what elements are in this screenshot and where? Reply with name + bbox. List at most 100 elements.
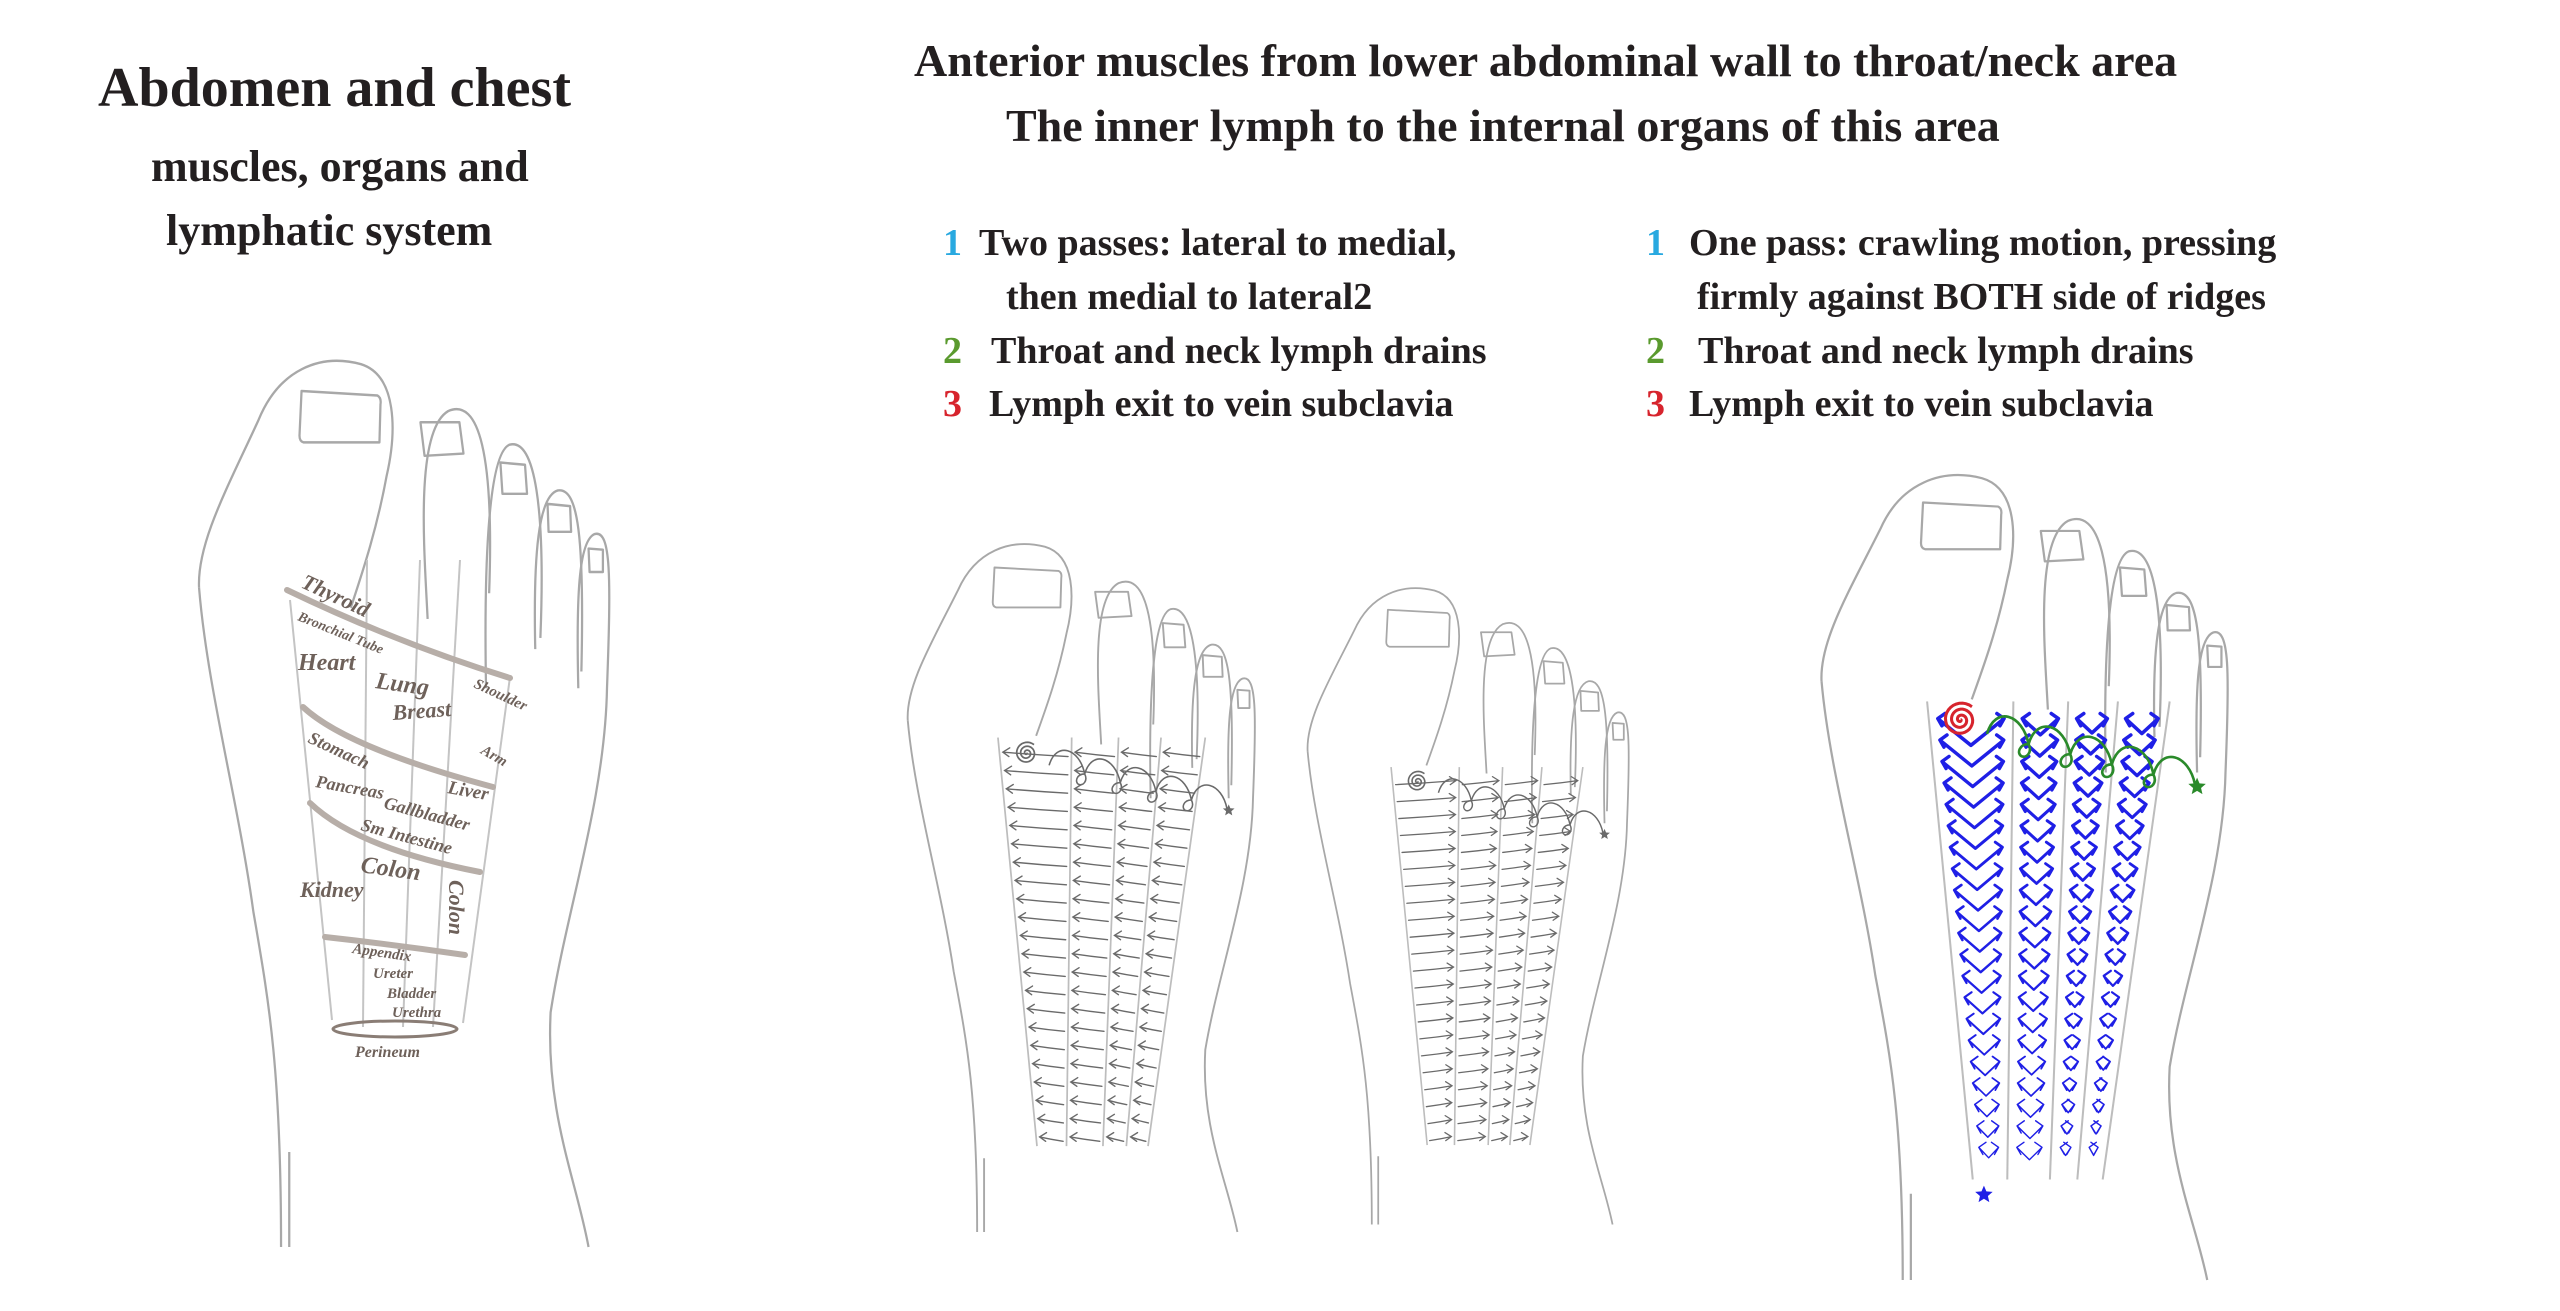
crawl-arrow [2067,905,2093,924]
step-number: 2 [943,330,962,372]
crawl-arrow [2067,926,2091,945]
stroke-arrow [1457,1114,1488,1125]
stroke-arrow [1401,843,1457,854]
stroke-arrow [1071,893,1110,904]
big-toe-outline [906,543,1073,737]
step-number: 1 [943,222,962,264]
third-toenail [2118,566,2148,598]
stroke-arrow [1146,930,1175,941]
stroke-arrow [1424,1081,1454,1091]
stroke-arrow [1526,979,1551,989]
stroke-arrow [1118,783,1154,794]
crawl-arrow [2065,969,2087,988]
stroke-arrow [1495,1013,1519,1023]
stroke-arrow [1160,765,1198,776]
crawl-arrow [2064,991,2085,1009]
stroke-arrow [1517,1081,1537,1091]
stroke-arrow [1158,783,1196,794]
crawl-arrow [2070,840,2098,861]
third-toe-outline [484,443,543,689]
stroke-arrow [1543,775,1579,786]
crawl-arrow [2019,776,2058,801]
foot-diagram-lateral-to-medial [906,543,1256,1233]
perineum-ring [331,1019,459,1039]
stroke-arrow [1118,802,1153,813]
stroke-arrow [1073,802,1114,813]
big-toenail [1919,501,2003,551]
step-number: 3 [1646,383,1665,425]
crawl-arrow [2097,1034,2115,1050]
crawl-arrow [2059,1141,2072,1157]
stroke-arrow [1022,967,1066,978]
instruction-left-1b: then medial to lateral2 [1006,278,1372,316]
zone-line [1147,737,1207,1147]
stroke-arrow [1017,912,1067,923]
crawl-arrow [2114,819,2145,841]
stroke-arrow [1033,1076,1065,1088]
stroke-arrow [1493,1081,1513,1091]
stroke-arrow [1069,1040,1104,1051]
lymph-drain-path [1437,778,1604,836]
label-urethra: Urethra [392,1005,442,1021]
stroke-arrow [1504,775,1539,786]
fourth-toenail [2165,603,2192,632]
foot-outline [197,359,611,1248]
lymph-drain-path [1048,749,1228,812]
stroke-arrow [1111,967,1139,978]
star-icon [1599,828,1610,840]
left-subtitle-line-1: muscles, organs and [151,142,529,191]
crawl-arrow [2063,1034,2081,1051]
stroke-arrow [1458,996,1492,1006]
second-toenail [419,421,465,458]
stroke-arrow [1521,1030,1544,1040]
stroke-arrow [1523,1013,1546,1023]
stroke-arrow [1005,783,1069,794]
zone-line [1487,767,1504,1146]
stroke-arrow [1071,948,1108,959]
stroke-arrow [1398,809,1457,820]
instruction-text: Lymph exit to vein subclavia [989,383,1454,425]
stroke-arrow [1027,1021,1066,1033]
zone-line [1509,767,1543,1146]
stroke-arrow [1499,911,1528,921]
crawl-arrow [1944,797,2005,830]
fourth-toe-outline [1569,680,1609,812]
zone-line [1529,766,1584,1146]
stroke-arrow [1459,928,1495,938]
star-icon [1222,804,1235,816]
crawl-arrow [2019,819,2056,843]
stroke-arrow [1069,1058,1104,1069]
stroke-arrow [1106,1113,1126,1124]
stroke-arrow [1461,775,1501,786]
crawl-arrow [2069,862,2096,882]
lymph-drain-path [1985,715,2197,789]
big-toe-outline [1306,587,1460,766]
star-icon [1975,1185,1993,1203]
zone-line [2076,701,2119,1180]
second-toe-outline [422,408,492,620]
label-arm: Arm [477,742,510,770]
zone-line [1453,767,1461,1146]
foot-outline [1820,474,2229,1281]
crawl-arrow [2016,1120,2044,1140]
stroke-arrow [1068,1131,1101,1142]
stroke-arrows [1001,747,1201,1142]
zone-line [362,559,368,1028]
big-toenail [298,389,382,444]
stroke-arrow [1070,967,1107,978]
third-toenail [499,461,529,496]
stroke-arrow [1411,945,1455,955]
stroke-arrow [1072,857,1111,868]
second-toenail [1094,590,1133,619]
zone-line [2048,701,2070,1180]
label-perineum: Perineum [354,1044,420,1061]
stroke-arrow [1113,930,1142,941]
label-shoulder: Shoulder [471,676,529,715]
stroke-arrow [1516,1098,1534,1108]
stroke-arrow [1459,945,1494,955]
crawl-arrow [2016,1077,2046,1097]
crawl-arrow [2019,797,2057,822]
stroke-arrow [1514,1114,1532,1125]
crawl-arrow [2018,862,2055,885]
